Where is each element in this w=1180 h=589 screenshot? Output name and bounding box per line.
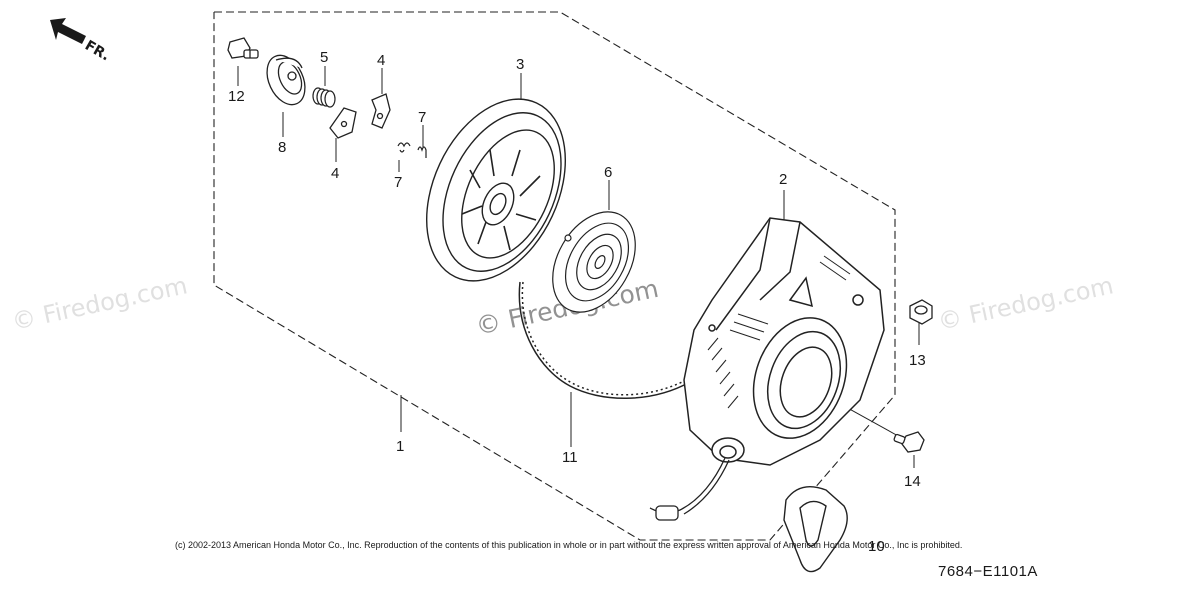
callout-11: 11	[562, 449, 578, 466]
part-7-springs	[397, 142, 427, 158]
callout-4-lower: 4	[331, 165, 339, 182]
callout-14: 14	[904, 473, 921, 490]
part-11-rope	[518, 281, 691, 399]
part-13-nut	[909, 299, 933, 325]
callout-10: 10	[868, 538, 885, 555]
diagram-code: 7684−E1101A	[938, 563, 1038, 580]
part-8-ratchet	[266, 54, 306, 106]
callout-7-lower: 7	[394, 174, 402, 191]
callout-6: 6	[604, 164, 612, 181]
part-10-grip	[783, 486, 848, 573]
part-12-bolt	[227, 37, 259, 59]
callout-12: 12	[228, 88, 245, 105]
copyright-notice: (c) 2002-2013 American Honda Motor Co., …	[175, 540, 962, 550]
part-3-reel	[425, 98, 567, 282]
part-4-pawl-upper	[371, 93, 391, 129]
direction-arrow-icon	[50, 18, 86, 44]
callout-1: 1	[396, 438, 404, 455]
part-4-pawl-lower	[329, 107, 357, 139]
watermark-left: © Firedog.com	[9, 271, 189, 336]
callout-5: 5	[320, 49, 328, 66]
callout-7-upper: 7	[418, 109, 426, 126]
callout-13: 13	[909, 352, 926, 369]
callout-4-upper: 4	[377, 52, 385, 69]
part-14-bolt	[893, 431, 925, 453]
part-5-spring	[312, 87, 336, 108]
assembly-outline	[213, 11, 896, 541]
direction-label: FR.	[82, 38, 112, 65]
callout-8: 8	[278, 139, 286, 156]
part-6-spring	[552, 211, 636, 313]
rope-end	[649, 457, 730, 521]
callout-3: 3	[516, 56, 524, 73]
callout-2: 2	[779, 171, 787, 188]
watermark-right: © Firedog.com	[935, 271, 1115, 336]
part-2-starter-case	[683, 217, 885, 466]
